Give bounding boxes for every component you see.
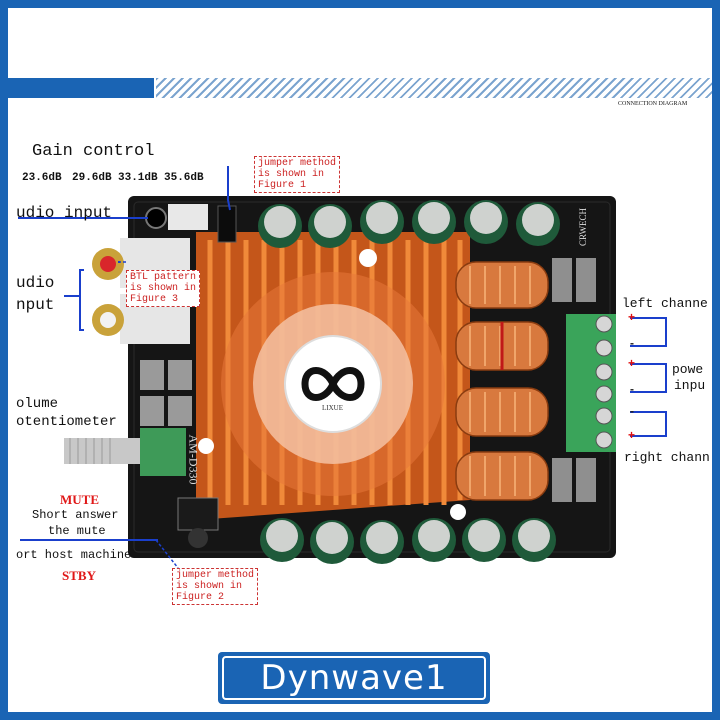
heatsink [196,232,470,520]
audio-input-label-2b: nput [16,296,55,314]
power-plus-sign: + [628,356,636,370]
bottom-capacitors [260,518,556,564]
brand-watermark: Dynwave1 [218,652,490,704]
mute-label: MUTE [60,492,99,507]
audio-input-label-1: udio input [16,204,113,222]
note-figure-2: jumper method is shown in Figure 2 [172,568,259,605]
terminal-block [566,314,616,452]
gain-value-3: 33.1dB [118,172,158,184]
power-input-label-b: inpu [674,378,706,393]
right-channel-label: right chann [624,450,710,465]
gain-control-title: Gain control [32,142,155,161]
short-answer-label: Short answer [32,508,119,522]
board-marking-model: AM-D330 [186,434,201,485]
right-plus-sign: + [628,428,636,442]
gain-value-4: 35.6dB [164,172,204,184]
top-hatch-bar [156,78,712,98]
stby-label: STBY [62,568,96,583]
left-channel-label: left channe [622,296,708,311]
top-capacitors [258,200,560,248]
power-minus-sign: - [630,382,634,396]
short-host-label: ort host machine [16,548,132,562]
power-input-label-a: powe [672,362,704,377]
volume-label-b: otentiometer [16,414,117,430]
audio-input-label-2a: udio [16,274,55,292]
fan-brand-label: LIXUE [322,404,343,412]
leader-lines [18,166,667,541]
gain-value-2: 29.6dB [72,172,112,184]
inductors [455,261,549,501]
brand-watermark-text: Dynwave1 [222,656,486,700]
potentiometer [64,428,186,476]
top-bar [8,78,154,98]
board-marking-crwech: CRWECH [578,207,589,247]
right-minus-sign: - [630,404,634,418]
note-figure-3: BTL pattern is shown in Figure 3 [126,270,201,307]
note-figure-1: jumper method is shown in Figure 1 [254,156,341,193]
gain-value-1: 23.6dB [22,172,62,184]
left-plus-sign: + [628,310,636,324]
connection-diagram-label: CONNECTION DIAGRAM [618,101,688,107]
volume-label-a: olume [16,396,59,412]
the-mute-label: the mute [48,524,106,538]
left-minus-sign: - [630,336,634,350]
